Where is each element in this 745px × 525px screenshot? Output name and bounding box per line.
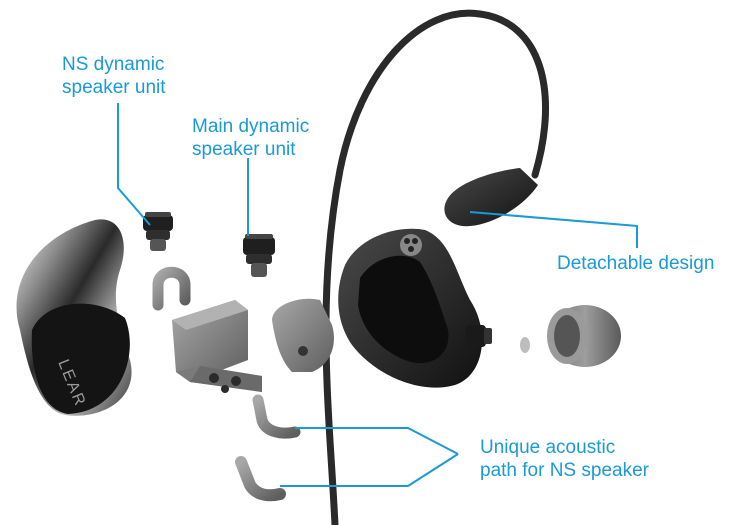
label-acoustic-line1: Unique acoustic — [480, 437, 616, 458]
grey-nozzle-piece — [272, 298, 334, 372]
label-ns-line2: speaker unit — [62, 77, 166, 98]
callout-detach — [469, 211, 638, 248]
elbow-piece-lower — [235, 456, 286, 502]
cable — [322, 9, 549, 525]
earphone-shell: LEAR — [16, 219, 132, 416]
callout-acoustic-lower — [280, 453, 459, 487]
ns-speaker-unit — [143, 212, 173, 251]
elbow-piece-upper — [252, 394, 301, 439]
label-main-line2: speaker unit — [192, 139, 296, 160]
label-acoustic-line2: path for NS speaker — [480, 460, 649, 481]
callout-ns — [117, 103, 151, 226]
label-detachable: Detachable design — [557, 253, 715, 274]
label-acoustic-path: Unique acoustic path for NS speaker — [480, 436, 649, 482]
ear-tip — [547, 305, 621, 367]
label-main-speaker: Main dynamic speaker unit — [192, 115, 309, 161]
u-tube — [152, 266, 191, 311]
filter-disc — [520, 337, 530, 353]
label-main-line1: Main dynamic — [192, 116, 310, 137]
callout-acoustic-upper — [295, 427, 459, 455]
callout-lines — [117, 103, 638, 487]
label-ns-speaker: NS dynamic speaker unit — [62, 53, 166, 99]
acoustic-block — [172, 300, 262, 393]
label-ns-line1: NS dynamic — [62, 54, 165, 75]
detachable-connector — [444, 168, 538, 227]
inner-housing — [338, 228, 492, 388]
main-speaker-unit — [243, 234, 275, 277]
